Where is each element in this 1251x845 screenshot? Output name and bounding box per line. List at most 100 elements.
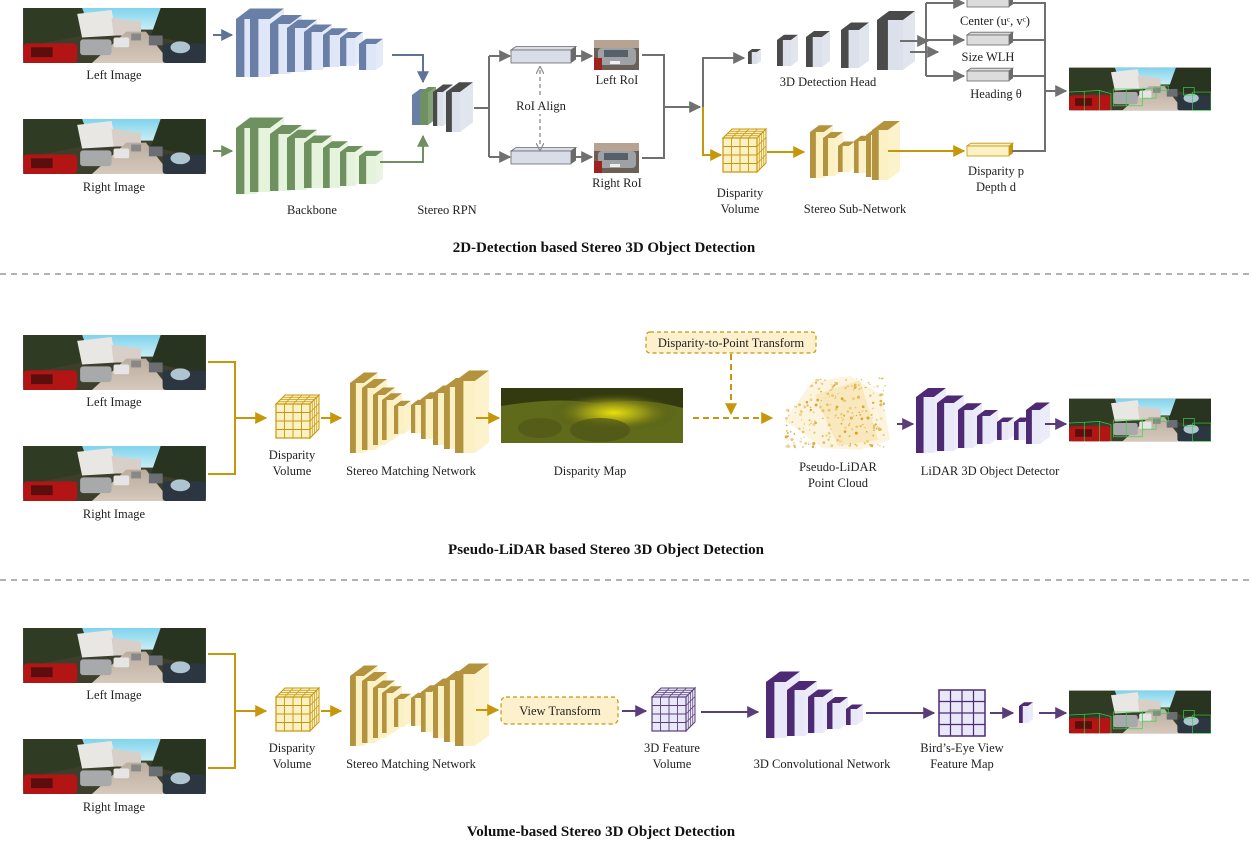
rpn-dark-slab — [446, 82, 473, 132]
right-roi-label: Right RoI — [592, 176, 642, 190]
point — [809, 429, 811, 431]
point — [873, 424, 876, 427]
point — [787, 410, 790, 412]
disparity-map-image — [501, 388, 683, 443]
point — [825, 397, 827, 399]
cube-grid-line — [309, 420, 320, 430]
layer-side — [421, 399, 426, 439]
point — [877, 444, 879, 446]
layer-top — [420, 87, 436, 93]
point — [786, 432, 789, 434]
bar-side — [1009, 0, 1013, 7]
stereo-subnetwork-layers — [810, 121, 900, 180]
point — [829, 389, 832, 392]
bar-front — [966, 0, 1010, 8]
layer-top — [362, 672, 387, 681]
layer-side — [877, 20, 888, 70]
bar-front — [966, 34, 1010, 46]
center-bar — [966, 0, 1013, 8]
cube-grid-line — [301, 687, 311, 698]
point — [860, 378, 863, 381]
point — [852, 397, 855, 401]
point — [817, 387, 821, 391]
arrow-backbone-left-to-rpn — [392, 54, 429, 84]
backbone-left-layers — [236, 8, 383, 77]
point — [871, 401, 875, 405]
point — [871, 417, 874, 419]
layer-side — [787, 690, 795, 736]
layer-side — [373, 395, 379, 445]
layer-side — [455, 381, 464, 453]
cube-grid-line — [677, 687, 687, 698]
point — [827, 431, 831, 435]
point — [870, 413, 873, 416]
point — [877, 427, 881, 432]
point — [820, 378, 822, 381]
point — [872, 392, 875, 394]
point — [871, 408, 873, 410]
disparity-volume-cube-3 — [274, 686, 321, 733]
stereo-rpn-label: Stereo RPN — [417, 203, 476, 217]
layer-side — [977, 416, 983, 444]
layer-side — [394, 699, 399, 727]
layer-top — [340, 32, 363, 38]
point — [785, 445, 788, 448]
feature-cube — [650, 686, 697, 733]
disparity-volume-label-2a: Disparity — [269, 448, 316, 462]
layer-top — [827, 697, 848, 703]
cube-grid-line — [668, 687, 679, 698]
head-layer — [806, 31, 830, 67]
head-layer — [841, 22, 869, 68]
point — [869, 394, 872, 397]
layer-right — [475, 370, 489, 453]
arrow-backbone-right-to-rpn — [380, 134, 429, 163]
point — [818, 405, 822, 409]
point — [875, 427, 878, 430]
point — [809, 398, 813, 402]
layer-right — [404, 693, 411, 727]
point — [793, 405, 796, 407]
point — [812, 422, 816, 427]
point — [856, 395, 861, 399]
point — [830, 444, 834, 448]
point — [849, 443, 851, 445]
point — [788, 445, 791, 448]
right-image-thumbnail-3 — [23, 739, 206, 794]
stereo-matching-label-2: Stereo Matching Network — [346, 464, 477, 478]
point — [876, 384, 879, 388]
bar-front — [510, 150, 572, 165]
point — [865, 386, 867, 389]
layer-top — [323, 28, 348, 35]
stereo-matching-layer — [455, 370, 489, 453]
point — [852, 415, 855, 417]
point — [865, 430, 868, 433]
layer-right — [757, 49, 761, 64]
point — [880, 393, 884, 396]
left-image-label-2: Left Image — [86, 395, 142, 409]
layer-side — [937, 403, 945, 451]
point — [811, 445, 815, 449]
point — [855, 425, 858, 429]
point — [804, 442, 808, 445]
left-image-label-3: Left Image — [86, 688, 142, 702]
point — [857, 384, 860, 387]
conv-net-label: 3D Convolutional Network — [754, 757, 892, 771]
point — [820, 399, 822, 402]
roi-feature-bar — [509, 147, 578, 165]
layer-top — [937, 395, 964, 403]
point — [876, 426, 879, 428]
point — [844, 386, 847, 390]
point — [864, 426, 866, 429]
left-image-label: Left Image — [86, 68, 142, 82]
point — [884, 384, 887, 388]
point — [858, 388, 860, 390]
point — [798, 413, 803, 417]
point — [812, 411, 815, 414]
point — [785, 435, 787, 438]
point — [867, 381, 870, 384]
layer-side — [1014, 422, 1019, 440]
section-title-2: Pseudo-LiDAR based Stereo 3D Object Dete… — [448, 542, 765, 558]
bar-top — [965, 67, 1015, 72]
cube-grid-line — [756, 145, 767, 156]
point — [801, 430, 805, 434]
